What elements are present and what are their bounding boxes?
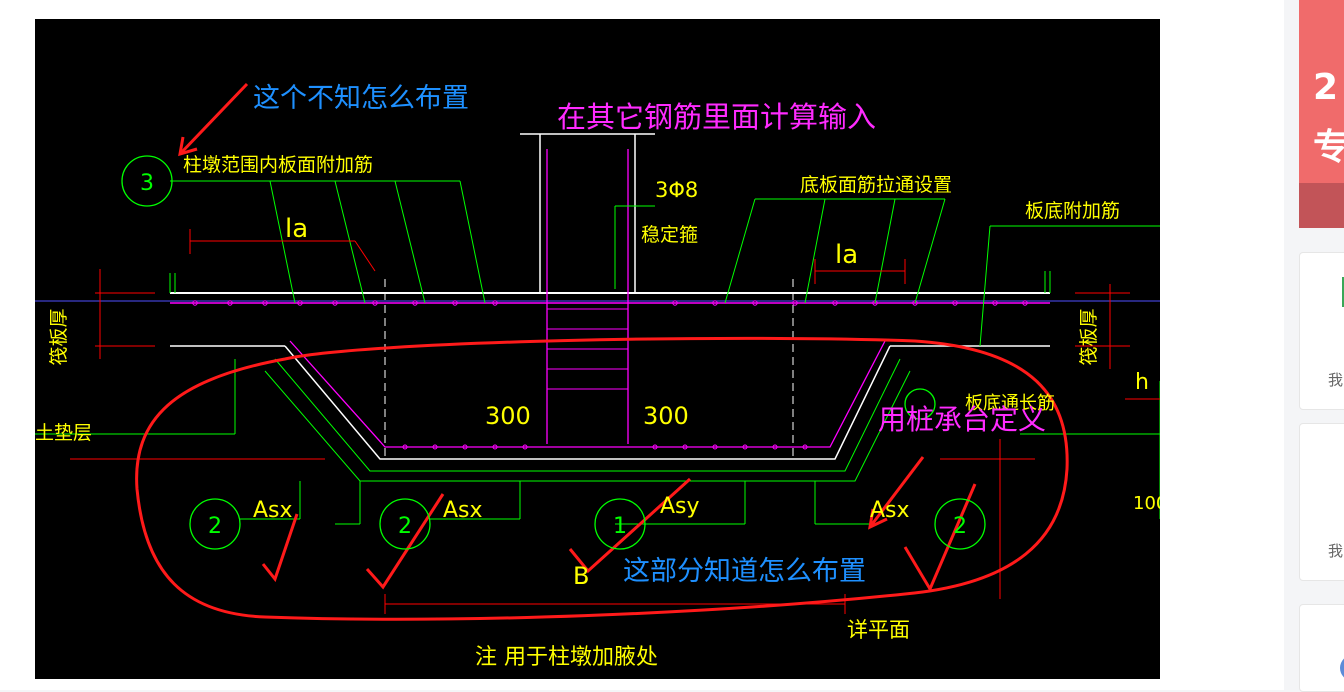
bottom-slab-top-bar-label: 底板面筋拉通设置	[800, 174, 952, 196]
circle-2c-label: 2	[953, 514, 967, 539]
stability-stirrups	[547, 308, 628, 390]
dim-left-label: 300	[485, 402, 531, 430]
promo-banner[interactable]: 2 专	[1299, 0, 1344, 228]
card-accent-mark	[1342, 277, 1344, 307]
bottom-rebar-dots	[402, 444, 808, 450]
sidebar-card-3[interactable]: ●	[1299, 604, 1344, 692]
raft-thickness-left-label: 筏板厚	[48, 308, 70, 365]
asy-label: Asy	[660, 494, 700, 519]
banner-char-1: 2	[1313, 67, 1339, 108]
right-sidebar: 2 专 我 我 ●	[1284, 0, 1344, 692]
banner-char-2: 专	[1313, 127, 1344, 168]
card-1-text: 我	[1328, 371, 1344, 389]
dimension-lines	[70, 229, 1160, 614]
leader-lines	[35, 180, 1160, 525]
sidebar-card-2[interactable]: 我	[1299, 423, 1344, 581]
cushion-layer-label: 土垫层	[35, 422, 92, 444]
haunch-bottom-rebar	[289, 340, 886, 448]
circle-2b-label: 2	[398, 514, 412, 539]
detail-plan-label: 详平面	[847, 618, 910, 642]
haunch-cushion-outer	[264, 370, 911, 482]
circle-3-label: 3	[140, 171, 154, 196]
bottom-slab-partial-label: 板底通长筋	[965, 393, 1055, 414]
banner-footer	[1299, 183, 1344, 228]
annotation-pile-cap-define: 用桩承台定义	[878, 403, 1046, 436]
note-label: 注 用于柱墩加腋处	[475, 645, 658, 670]
pier-top-bar-label: 柱墩范围内板面附加筋	[183, 154, 373, 176]
card-2-text: 我	[1328, 542, 1344, 560]
bottom-additional-bar-label: 板底附加筋	[1025, 200, 1120, 222]
dim-100-label: 100	[1133, 493, 1160, 514]
post-content-area: 3 2 2 1 2 柱墩范围内板面附加筋 底板面筋拉通设置 板底附加筋 3Φ8 …	[0, 0, 1284, 690]
asx-3-label: Asx	[870, 498, 910, 523]
stirrup-count-label: 3Φ8	[655, 178, 698, 202]
circle-1-label: 1	[613, 514, 627, 539]
rebar-circles	[121, 155, 986, 550]
la-left-label: la	[285, 214, 308, 244]
annotation-known-layout: 这部分知道怎么布置	[623, 556, 866, 587]
haunch-outline	[284, 345, 891, 460]
stability-stirrup-label: 稳定箍	[641, 224, 698, 246]
annotation-arrows	[178, 82, 925, 530]
annotation-unknown-layout: 这个不知怎么布置	[253, 83, 469, 114]
b-label: B	[573, 562, 589, 590]
annotation-other-rebar-input: 在其它钢筋里面计算输入	[557, 100, 876, 134]
asx-1-label: Asx	[253, 498, 293, 523]
top-rebar-dots	[192, 300, 1028, 306]
asx-2-label: Asx	[443, 498, 483, 523]
haunch-cushion	[274, 358, 901, 472]
h-label: h	[1135, 370, 1149, 395]
check-marks	[261, 477, 977, 593]
raft-thickness-right-label: 筏板厚	[1078, 308, 1100, 365]
cad-drawing-svg: 3 2 2 1 2 柱墩范围内板面附加筋 底板面筋拉通设置 板底附加筋 3Φ8 …	[35, 82, 1160, 670]
dim-right-label: 300	[643, 402, 689, 430]
sidebar-card-1[interactable]: 我	[1299, 252, 1344, 410]
circle-2a-label: 2	[208, 514, 222, 539]
la-right-label: la	[835, 240, 858, 270]
cad-drawing-image: 3 2 2 1 2 柱墩范围内板面附加筋 底板面筋拉通设置 板底附加筋 3Φ8 …	[35, 19, 1160, 679]
hand-drawn-loop	[135, 336, 1069, 621]
avatar-icon: ●	[1340, 655, 1344, 681]
